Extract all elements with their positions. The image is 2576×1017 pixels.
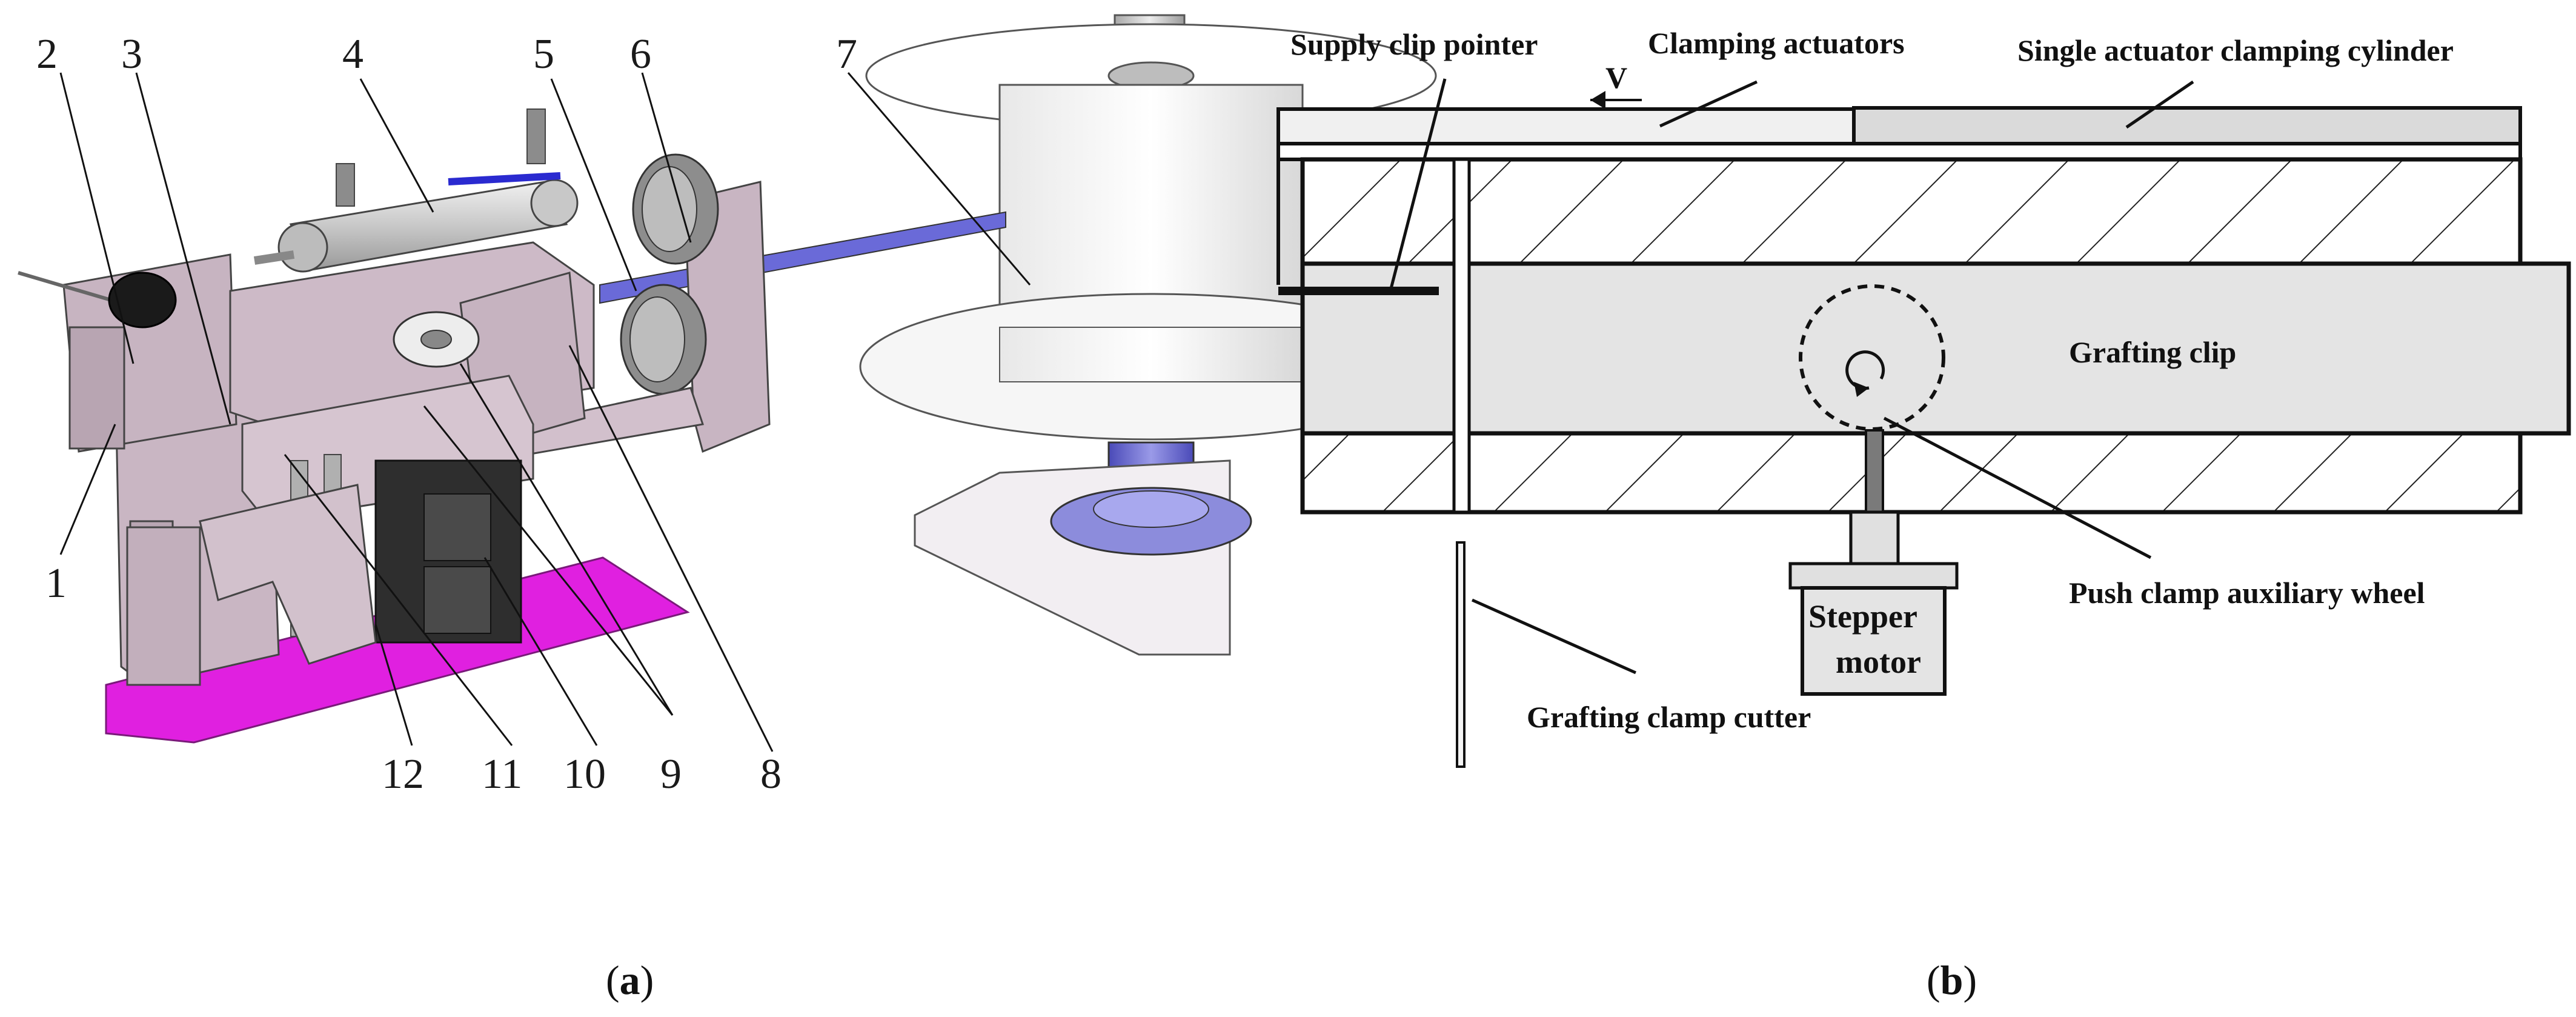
label-clamping-actuators: Clamping actuators <box>1648 26 1905 60</box>
label-stepper-motor-line1: Stepper <box>1808 598 1917 635</box>
part-number-9: 9 <box>660 751 682 798</box>
label-single-actuator-clamping-cylinder: Single actuator clamping cylinder <box>2017 33 2454 67</box>
panel-a-caption: (a) <box>606 957 654 1003</box>
part-number-6: 6 <box>630 31 651 78</box>
cutter-blade <box>1456 541 1466 768</box>
panel-a-leader-lines <box>59 72 1031 752</box>
part-numbers: 1 2 3 4 5 6 7 8 9 10 11 12 <box>36 31 857 798</box>
label-grafting-clip: Grafting clip <box>2069 335 2236 369</box>
grafting-clip-band <box>1300 261 2571 436</box>
panel-b-leader-lines <box>1389 78 2194 675</box>
feed-wire <box>18 271 122 305</box>
label-push-clamp-auxiliary-wheel: Push clamp auxiliary wheel <box>2069 576 2425 610</box>
label-grafting-clamp-cutter: Grafting clamp cutter <box>1527 700 1811 734</box>
knob <box>108 272 177 328</box>
lower-hatched-block <box>1300 431 2523 515</box>
pneumatic-cylinder <box>253 108 579 273</box>
part-number-7: 7 <box>836 31 857 78</box>
panel-b-schematic: V Supply clip pointer Clamping actuators… <box>1276 26 2571 1003</box>
upper-hatched-block <box>1300 157 2523 266</box>
part-number-10: 10 <box>563 751 606 798</box>
clamping-actuator-bar <box>1276 107 1856 145</box>
stepper-motor-box <box>1801 586 1947 696</box>
panel-a-drawing: 1 2 3 4 5 6 7 8 9 10 11 12 (a) <box>18 14 1443 1003</box>
single-actuator-cylinder-bar <box>1852 106 2522 147</box>
part-number-12: 12 <box>382 751 424 798</box>
label-stepper-motor-line2: motor <box>1836 644 1921 680</box>
part-number-2: 2 <box>36 31 58 78</box>
motor-shaft <box>1865 429 1884 513</box>
panel-b-caption: (b) <box>1927 957 1977 1003</box>
part-number-11: 11 <box>482 751 522 798</box>
cutter-channel <box>1452 158 1471 514</box>
label-supply-clip-pointer: Supply clip pointer <box>1290 27 1538 61</box>
upper-guide-rail <box>1276 142 2522 161</box>
motor-coupling <box>1849 510 1900 565</box>
push-clamp-wheel <box>1799 284 1945 431</box>
roller-assembly <box>520 153 771 456</box>
part-number-3: 3 <box>121 31 142 78</box>
part-number-1: 1 <box>45 560 67 607</box>
motor-flange <box>1788 562 1959 590</box>
part-number-5: 5 <box>533 31 554 78</box>
part-number-4: 4 <box>342 31 363 78</box>
spool-reel <box>859 14 1443 656</box>
front-block <box>199 484 377 665</box>
velocity-label: V <box>1605 61 1627 95</box>
part-number-8: 8 <box>760 751 782 798</box>
